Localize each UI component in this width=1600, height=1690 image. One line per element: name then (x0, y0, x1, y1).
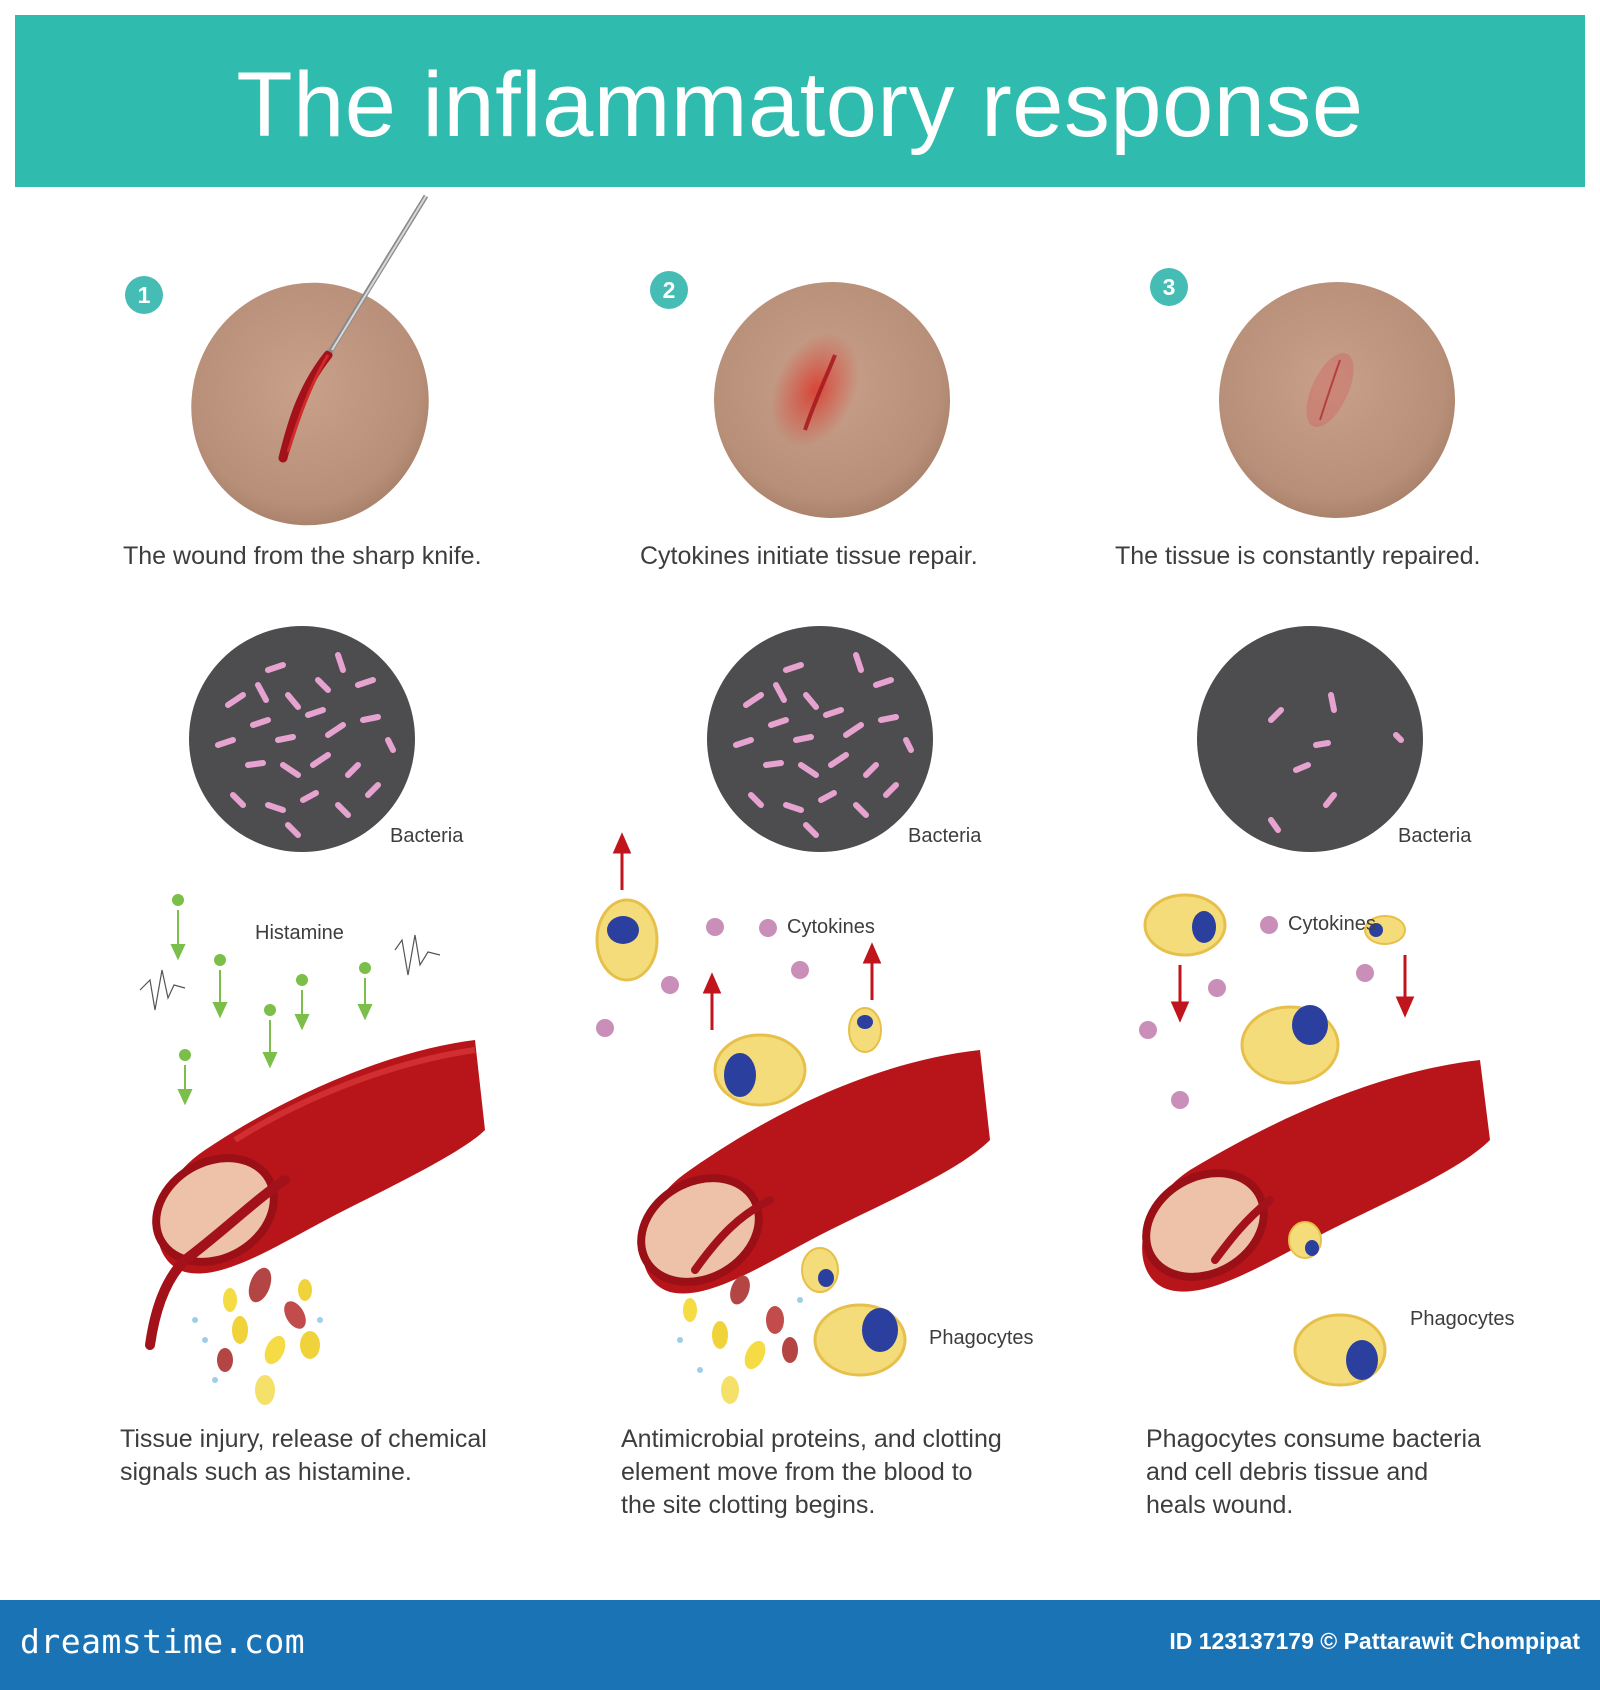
phagocyte-cell (1143, 893, 1227, 957)
stage-2-description: Antimicrobial proteins, and clotting ele… (621, 1425, 1002, 1519)
phagocyte-cell (848, 1007, 882, 1053)
cytokine-dot-legend (1260, 916, 1278, 934)
phagocyte-cell (1293, 1313, 1387, 1387)
phagocyte-cell (713, 1033, 807, 1107)
histamine-label: Histamine (255, 922, 344, 944)
blood-vessel-1 (145, 1040, 485, 1405)
stage-1-caption: The wound from the sharp knife. (123, 542, 482, 570)
stage-2-caption: Cytokines initiate tissue repair. (640, 542, 978, 570)
brand-logo[interactable]: dreamstime.com (20, 1622, 306, 1661)
cytokine-dot-legend (759, 919, 777, 937)
phagocyte-cell (595, 898, 659, 982)
phagocytes-label-2: Phagocytes (929, 1327, 1034, 1349)
cytokines-and-phagocytes-2 (595, 832, 882, 1053)
cytokines-label-3: Cytokines (1288, 913, 1376, 935)
title-banner: The inflammatory response (15, 15, 1585, 187)
step-badge-1: 1 (125, 276, 163, 314)
phagocytes-label-3: Phagocytes (1410, 1308, 1515, 1330)
bleeding-stream (145, 1175, 290, 1350)
bacteria-label-1: Bacteria (390, 825, 464, 847)
image-credit: ID 123137179 © Pattarawit Chompipat (1169, 1628, 1580, 1654)
blood-vessel-2 (637, 1033, 990, 1404)
bacteria-label-2: Bacteria (908, 825, 982, 847)
clotting-elements-2 (677, 1275, 803, 1404)
histamine-arrows (139, 894, 441, 1106)
healed-scar (1319, 359, 1341, 421)
blood-cells-1 (192, 1267, 323, 1405)
stage-1-description: Tissue injury, release of chemical signa… (120, 1425, 487, 1486)
knife-cut (278, 350, 333, 463)
healing-skin-illustration (1219, 282, 1455, 518)
inflamed-area (770, 333, 860, 447)
bacteria-circle-3 (1197, 626, 1423, 852)
bacteria-label-3: Bacteria (1398, 825, 1472, 847)
cytokines-and-phagocytes-3 (1139, 893, 1415, 1109)
phagocyte-cell (1288, 1221, 1322, 1259)
cytokines-label-2: Cytokines (787, 916, 875, 938)
stage-3: 3 The tissue is constantly repaired. Bac… (1050, 0, 1570, 1600)
blood-vessel-3 (1142, 1060, 1490, 1387)
bacteria-circle-2 (707, 626, 933, 852)
footer-bar: dreamstime.com ID 123137179 © Pattarawit… (0, 1600, 1600, 1690)
stage-3-description: Phagocytes consume bacteria and cell deb… (1146, 1425, 1481, 1519)
wound-skin-illustration (191, 194, 429, 526)
phagocyte-cell (801, 1247, 839, 1293)
step-badge-3: 3 (1150, 268, 1188, 306)
vessel-lumen (152, 1154, 278, 1266)
repair-skin-illustration (714, 282, 950, 518)
stage-1: 1 The wound from the sharp knife. B (0, 0, 520, 1600)
stage-2: 2 Cytokines initiate tissue repair. (535, 0, 1055, 1600)
phagocyte-cell (1364, 915, 1406, 945)
page-title: The inflammatory response (236, 53, 1364, 156)
bacteria-circle-1 (189, 626, 415, 852)
phagocyte-cell (813, 1303, 907, 1377)
step-badge-2: 2 (650, 271, 688, 309)
stage-3-caption: The tissue is constantly repaired. (1115, 542, 1481, 570)
phagocyte-cell (1240, 1005, 1340, 1085)
skin-patch (191, 282, 429, 526)
